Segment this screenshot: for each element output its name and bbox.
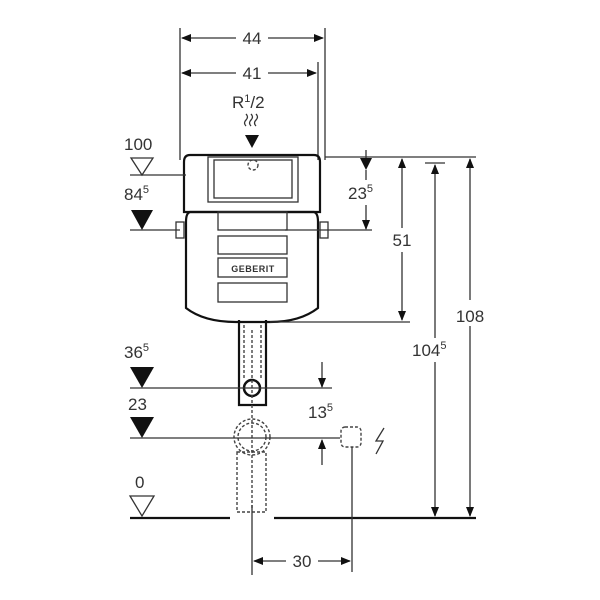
lightning-icon [374,427,385,455]
dimension-51: 51 [393,158,412,321]
flush-pipe [233,320,271,513]
svg-text:845: 845 [124,184,149,204]
dim-41-label: 41 [243,64,262,83]
level-36-5: 365 [124,342,332,389]
dimension-30: 30 [251,505,351,575]
svg-text:108: 108 [456,307,484,326]
level-0: 0 [128,473,156,518]
dimension-13-5: 135 [308,362,333,465]
water-connection-label: R1/2 [232,93,265,148]
svg-text:0: 0 [135,473,144,492]
svg-text:235: 235 [348,183,373,203]
level-84-5: 845 [124,184,372,231]
svg-text:100: 100 [124,135,152,154]
water-wave-icon [243,113,259,127]
level-100: 100 [124,135,186,177]
dimension-104-5: 1045 [412,164,447,517]
svg-text:23: 23 [128,395,147,414]
svg-text:1045: 1045 [412,340,447,360]
dimension-width-44: 44 [179,28,326,160]
svg-text:135: 135 [308,402,333,422]
svg-text:51: 51 [393,231,412,250]
dimension-108: 108 [456,158,484,517]
geberit-logo: GEBERIT [231,264,275,274]
power-socket [340,426,385,572]
svg-text:30: 30 [293,552,312,571]
cistern: GEBERIT [175,153,329,324]
level-23: 23 [128,395,340,439]
svg-text:R1/2: R1/2 [232,93,265,112]
dimension-width-41: 41 [181,64,317,83]
dimension-23-5: 235 [348,150,373,230]
dim-44-label: 44 [243,29,262,48]
svg-text:365: 365 [124,342,149,362]
